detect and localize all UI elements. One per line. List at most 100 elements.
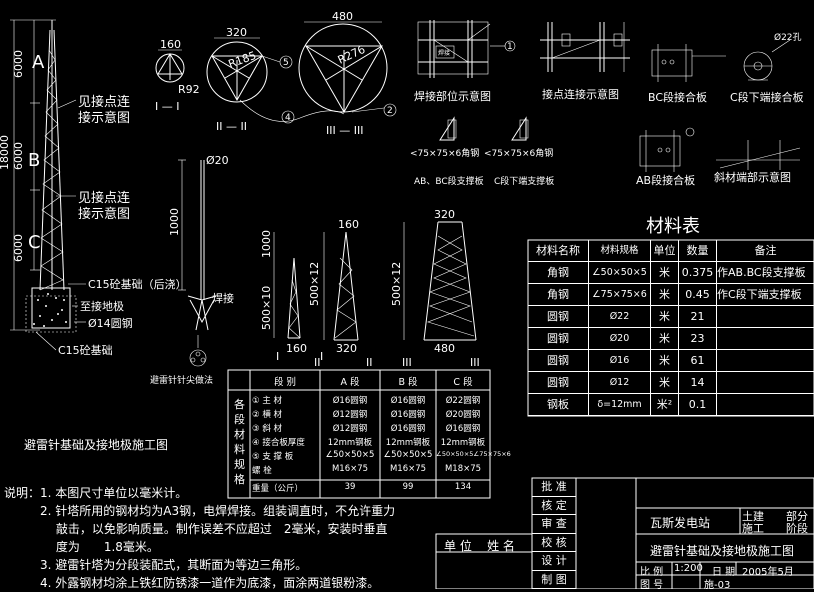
svg-text:160: 160 — [338, 218, 359, 231]
materials-cell: 角钢 — [547, 266, 569, 279]
s3-dim: 480 — [332, 10, 353, 23]
segtable-cell: 12mm钢板 — [327, 438, 373, 448]
callout-2: 见接点连接示意图 — [78, 190, 130, 222]
segtable-cell: Ø16圆钢 — [390, 396, 426, 406]
materials-cell: 圆钢 — [547, 376, 569, 389]
materials-cell — [716, 350, 814, 372]
materials-cell: 米 — [650, 328, 678, 350]
segtable-cell: M18×75 — [444, 464, 482, 474]
s1-r: R92 — [178, 83, 200, 96]
dim-1000-rod: 1000 — [168, 208, 181, 236]
svg-text:焊接: 焊接 — [438, 49, 450, 57]
materials-row — [528, 394, 814, 416]
materials-title: 材料表 — [646, 216, 700, 237]
materials-table: 材料表 — [527, 216, 814, 417]
segment-table: 各段材 料规格 — [227, 369, 491, 499]
svg-text:1: 1 — [507, 42, 513, 52]
svg-text:I: I — [276, 350, 279, 363]
s2-label: II — II — [216, 120, 247, 133]
materials-cell: 米 — [650, 372, 678, 394]
segtable-cell: 99 — [402, 482, 414, 492]
segtable-cell: Ø16圆钢 — [390, 424, 426, 434]
sub1: 土建 部分 — [742, 510, 808, 523]
materials-cell — [716, 372, 814, 394]
segment-a: A — [32, 52, 45, 73]
materials-cell: 材料规格 — [588, 240, 650, 262]
materials-cell: δ=12mm — [588, 394, 650, 416]
materials-cell: 圆钢 — [547, 332, 569, 345]
support-c: C段下端支撑板 — [494, 175, 554, 187]
segtable-cell: Ø20圆钢 — [445, 410, 481, 420]
svg-text:II: II — [366, 356, 373, 369]
dim-6000-a: 6000 — [12, 50, 25, 78]
s3-label: III — III — [326, 124, 363, 137]
segtable-cell: M16×75 — [331, 464, 369, 474]
titleblock-role: 设 计 — [532, 552, 576, 571]
materials-cell: 0.1 — [678, 394, 716, 416]
s1-dim: 160 — [160, 38, 181, 51]
svg-text:III: III — [402, 356, 412, 369]
segtable-cell: ① 主 材 — [252, 396, 283, 406]
materials-cell: Ø16 — [588, 350, 650, 372]
materials-cell: 作AB.BC段支撑板 — [716, 262, 814, 284]
materials-cell: ∠75×75×6 — [588, 284, 650, 306]
weld-title: 焊接部位示意图 — [414, 89, 491, 103]
label-d20: Ø20 — [206, 154, 229, 167]
note-line: 说明：1. 本图尺寸单位以毫米计。 — [4, 486, 188, 500]
s2-dim: 320 — [226, 26, 247, 39]
materials-cell: 单位 — [650, 240, 678, 262]
segtable-side: 各段材 料规格 — [234, 397, 249, 486]
dim-18000: 18000 — [0, 135, 11, 170]
materials-cell: 钢板 — [547, 398, 569, 411]
segtable-cell: Ø16圆钢 — [445, 424, 481, 434]
a-dim-500x10: 500×10 — [260, 286, 273, 330]
a-dim-160: 160 — [286, 342, 307, 355]
segtable-header: B 段 — [398, 377, 418, 388]
note-line: 度为 1.8毫米。 — [4, 540, 159, 554]
materials-cell: 作C段下端支撑板 — [716, 284, 814, 306]
sub2: 施工 阶段 — [742, 522, 808, 535]
segtable-header: 段 别 — [273, 377, 297, 388]
materials-row — [528, 284, 814, 306]
c-dim-480: 480 — [434, 342, 455, 355]
joint-title: 接点连接示意图 — [542, 87, 619, 101]
callout-1: 见接点连接示意图 — [78, 94, 130, 126]
tower-elevation: A B C 6000 18000 6000 6000 见接点连接示意图 见接点连… — [0, 19, 187, 357]
segtable-cell: 134 — [454, 482, 472, 492]
dim-6000-c: 6000 — [12, 234, 25, 262]
materials-cell — [716, 394, 814, 416]
materials-cell: 23 — [678, 328, 716, 350]
svg-text:II: II — [314, 356, 321, 369]
materials-row — [528, 328, 814, 350]
materials-cell: Ø12 — [588, 372, 650, 394]
notes: 说明：1. 本图尺寸单位以毫米计。 2. 针塔所用的钢材均为A3钢，电焊焊接。组… — [4, 484, 434, 592]
materials-cell: 米 — [650, 306, 678, 328]
segtable-cell: 12mm钢板 — [440, 438, 486, 448]
materials-row — [528, 262, 814, 284]
note-line: 3. 避雷针塔为分段装配式，其断面为等边三角形。 — [4, 558, 308, 572]
segtable-cell: ④ 接合板厚度 — [252, 438, 305, 448]
materials-cell: 圆钢 — [547, 310, 569, 323]
title-block-text: 批 准核 定审 查校 核设 计制 图 瓦斯发电站 土建 部分 施工 阶段 避雷针… — [532, 478, 814, 589]
a-dim-1000: 1000 — [260, 230, 273, 258]
ab-plate: AB段接合板 — [636, 173, 695, 187]
titleblock-role: 制 图 — [532, 571, 576, 589]
materials-cell: 21 — [678, 306, 716, 328]
note-line: 敲击，以免影响质量。制作误差不应超过 2毫米，安装时垂直 — [4, 522, 388, 536]
segtable-cell: 重量（公斤） — [252, 484, 304, 494]
c-dim-320: 320 — [434, 208, 455, 221]
materials-cell: 0.45 — [678, 284, 716, 306]
segtable-cell: 螺 栓 — [252, 466, 272, 476]
segment-c: C — [28, 232, 41, 253]
label-tip: 避雷针针尖做法 — [150, 374, 213, 386]
plate-details: BC段接合板 Ø22孔 C段下端接合板 AB段接合板 斜材端部示意图 — [636, 32, 804, 187]
titleblock-role: 校 核 — [532, 534, 576, 552]
b-dim-320: 320 — [336, 342, 357, 355]
hole-label: Ø22孔 — [774, 32, 802, 43]
cross-sections: 160 R92 I — I 320 R185 II — II 480 R276 … — [155, 10, 397, 137]
c-plate: C段下端接合板 — [730, 90, 804, 104]
svg-text:5: 5 — [283, 58, 289, 68]
materials-cell: 61 — [678, 350, 716, 372]
segtable-header: A 段 — [340, 377, 360, 388]
